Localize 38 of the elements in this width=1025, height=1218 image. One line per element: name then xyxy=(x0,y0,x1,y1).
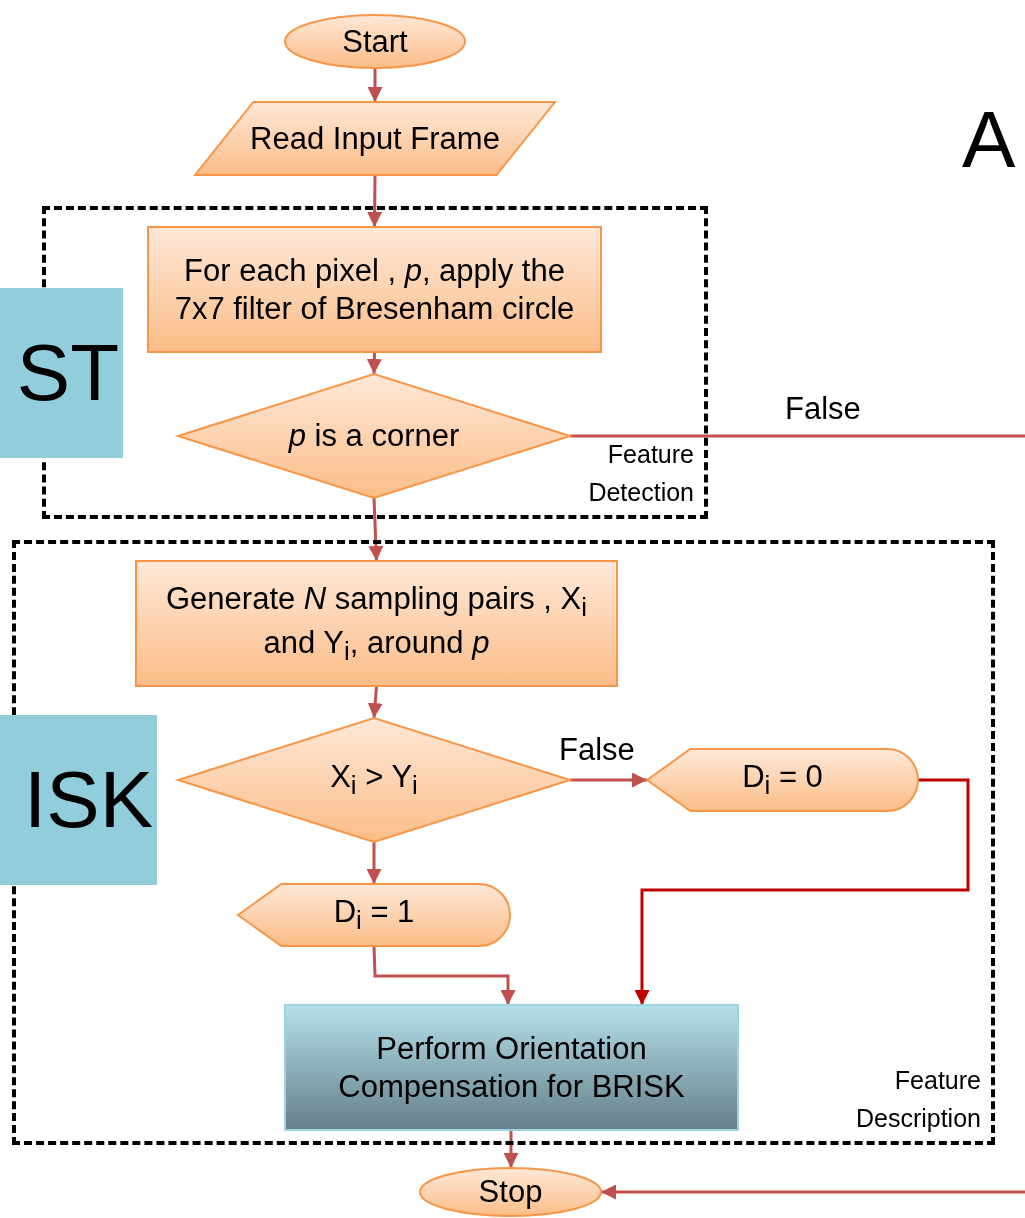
node-label: D$_{i}$ = 0 xyxy=(742,758,823,802)
panel-title: ST xyxy=(16,327,119,420)
terminal-oval xyxy=(285,15,465,68)
arrow xyxy=(634,778,970,1005)
process-box xyxy=(136,561,617,686)
group-label: Feature Description xyxy=(854,1065,981,1134)
display-shape xyxy=(238,884,510,946)
arrow xyxy=(372,945,516,1005)
node-label: Generate N sampling pairs , X$_{i}$ and Y$_{i}$, around p xyxy=(165,579,588,667)
title-panel xyxy=(0,288,123,458)
node-label: D$_{i}$ = 1 xyxy=(333,893,415,937)
arrow xyxy=(367,175,383,227)
arrow xyxy=(367,68,383,102)
panel-title: ISK xyxy=(24,754,153,847)
node-label: Start xyxy=(342,22,408,61)
arrow xyxy=(503,1130,519,1168)
corner-letter: A xyxy=(962,100,1016,180)
process-box xyxy=(148,227,601,352)
input-parallelogram xyxy=(195,102,555,175)
node-label: Perform Orientation Compensation for BRISK xyxy=(337,1029,686,1106)
arrow xyxy=(368,497,384,562)
node-label: p is a corner xyxy=(288,417,460,455)
title-panel xyxy=(0,715,157,885)
arrow xyxy=(570,772,647,788)
node-label: Stop xyxy=(478,1173,543,1211)
node-label: Read Input Frame xyxy=(250,119,500,158)
display-shape xyxy=(647,749,918,811)
group-label: Feature Detection xyxy=(587,439,694,508)
dashed-group-frame xyxy=(12,540,995,1145)
process-box xyxy=(285,1005,738,1130)
terminal-oval xyxy=(420,1168,601,1216)
arrow xyxy=(366,351,382,375)
arrow xyxy=(366,842,382,884)
arrow xyxy=(367,685,383,719)
arrow xyxy=(601,1184,1025,1200)
node-label: X$_{i}$ > Y$_{i}$ xyxy=(330,758,418,802)
node-label: For each pixel , p, apply the 7x7 filter of Bresenham circle xyxy=(173,251,576,328)
decision-diamond xyxy=(178,374,570,498)
